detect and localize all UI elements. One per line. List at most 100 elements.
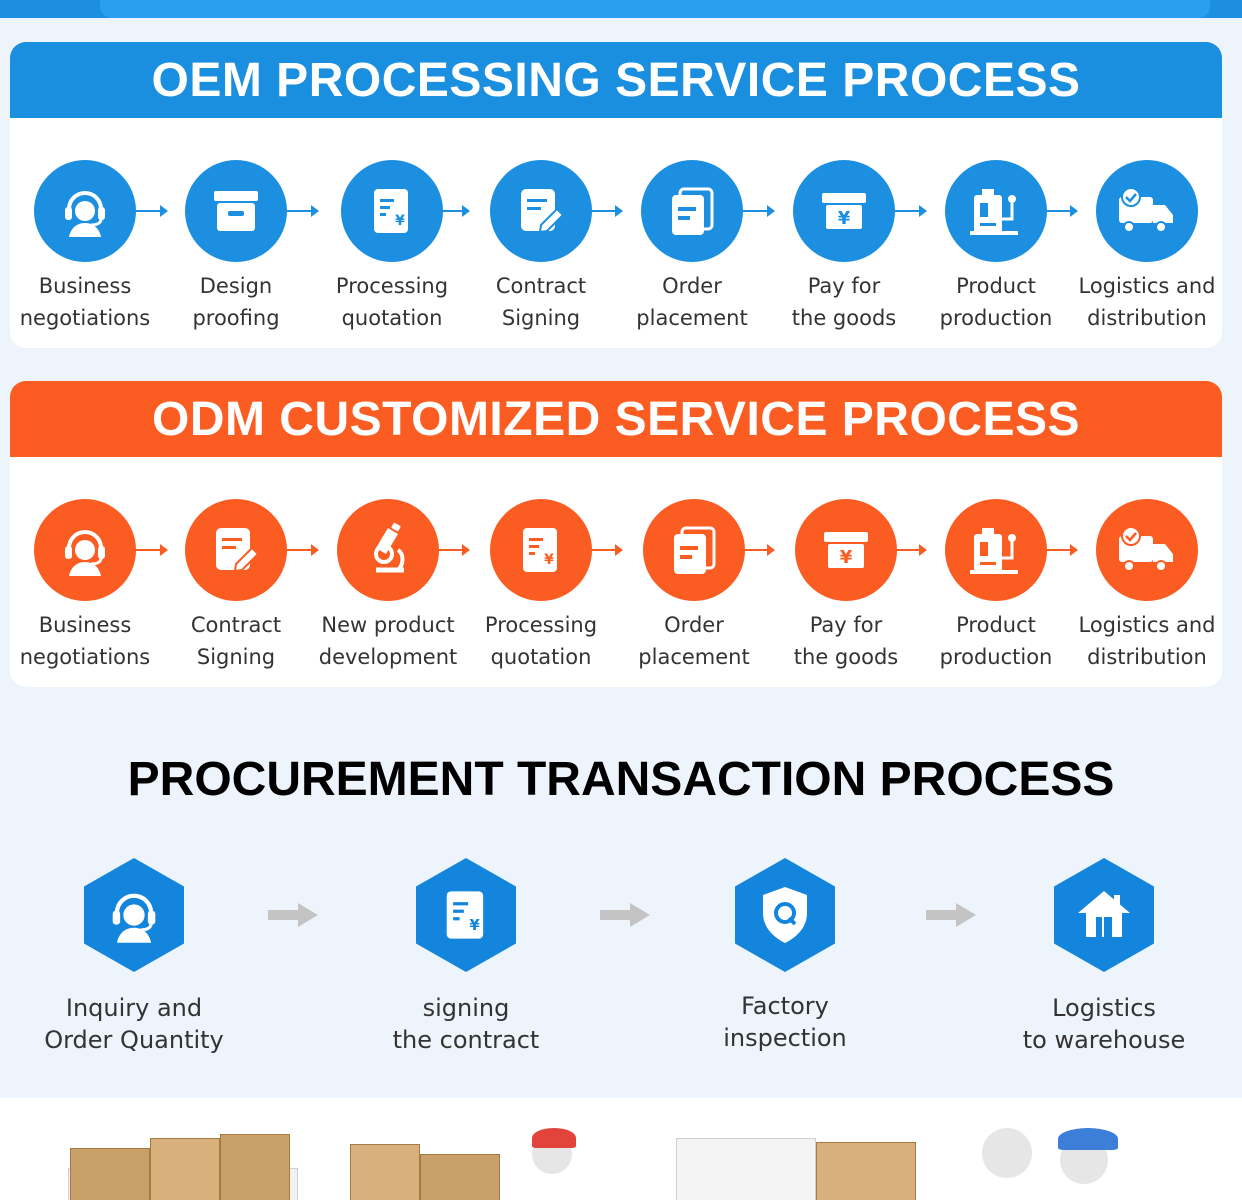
- svg-text:¥: ¥: [838, 208, 851, 229]
- oem-steps: Business negotiations Design proofing ¥ …: [10, 160, 1222, 348]
- odm-connector-arrow: [438, 544, 470, 556]
- odm-step-icon-circle: [1096, 499, 1198, 601]
- contract-pen-icon: [521, 189, 565, 234]
- procurement-step-inquiry: Inquiry and Order Quantity: [14, 858, 254, 1056]
- yen-payment-icon: ¥: [822, 193, 866, 229]
- cardboard-box-image: [816, 1142, 916, 1200]
- box-icon: [214, 191, 258, 231]
- odm-step-contract-signing: Contract Signing: [161, 499, 311, 673]
- cardboard-box-image: [420, 1154, 500, 1200]
- oem-step-icon-circle: [34, 160, 136, 262]
- oem-step-logistics-distribution: Logistics and distribution: [1072, 160, 1222, 334]
- oem-panel-title: OEM PROCESSING SERVICE PROCESS: [10, 42, 1222, 118]
- svg-text:¥: ¥: [840, 547, 853, 568]
- procurement-hex: [1054, 858, 1154, 972]
- headset-support-icon: [112, 893, 156, 943]
- procurement-step-label: Factory inspection: [723, 992, 847, 1052]
- odm-step-processing-quotation: ¥ Processing quotation: [466, 499, 616, 673]
- procurement-hex: ¥: [416, 858, 516, 972]
- odm-connector-arrow: [287, 544, 319, 556]
- odm-step-icon-circle: [337, 499, 439, 601]
- gray-arrow-icon: [926, 903, 976, 927]
- odm-step-label: Logistics and distribution: [1078, 613, 1216, 669]
- procurement-step-label: signing the contract: [392, 994, 540, 1054]
- odm-step-icon-circle: [34, 499, 136, 601]
- oem-process-panel: OEM PROCESSING SERVICE PROCESS Business …: [10, 42, 1222, 348]
- microscope-icon: [374, 522, 405, 573]
- oem-step-icon-circle: ¥: [341, 160, 443, 262]
- oem-step-icon-circle: [490, 160, 592, 262]
- oem-step-label: Logistics and distribution: [1078, 274, 1216, 330]
- odm-step-icon-circle: [643, 499, 745, 601]
- oem-step-label: Processing quotation: [335, 274, 449, 330]
- odm-step-icon-circle: ¥: [490, 499, 592, 601]
- white-box-image: [676, 1138, 816, 1200]
- top-banner-strip: [0, 0, 1242, 18]
- oem-step-icon-circle: [185, 160, 287, 262]
- shield-inspection-icon: [763, 887, 807, 943]
- gray-arrow-icon: [268, 903, 318, 927]
- cardboard-box-image: [150, 1138, 220, 1200]
- contract-pen-icon: [216, 528, 260, 573]
- red-cap-image: [532, 1128, 576, 1148]
- procurement-hex: [84, 858, 184, 972]
- oem-step-design-proofing: Design proofing: [161, 160, 311, 334]
- svg-text:¥: ¥: [395, 213, 405, 229]
- gray-arrow-icon: [600, 903, 650, 927]
- odm-process-panel: ODM CUSTOMIZED SERVICE PROCESS Business …: [10, 381, 1222, 687]
- procurement-step-label: Logistics to warehouse: [1022, 994, 1186, 1054]
- oem-step-processing-quotation: ¥ Processing quotation: [317, 160, 467, 334]
- odm-connector-arrow: [591, 544, 623, 556]
- oem-connector-arrow: [895, 205, 927, 217]
- odm-step-business-negotiations: Business negotiations: [10, 499, 160, 673]
- odm-connector-arrow: [136, 544, 168, 556]
- odm-step-new-product-development: New product development: [313, 499, 463, 673]
- oem-connector-arrow: [743, 205, 775, 217]
- cardboard-box-image: [220, 1134, 290, 1200]
- oem-step-label: Contract Signing: [495, 274, 587, 330]
- oem-step-icon-circle: [641, 160, 743, 262]
- oem-step-icon-circle: [1096, 160, 1198, 262]
- procurement-hex: [735, 858, 835, 972]
- oem-step-order-placement: Order placement: [617, 160, 767, 334]
- oem-step-label: Product production: [939, 274, 1053, 330]
- procurement-step-logistics-warehouse: Logistics to warehouse: [984, 858, 1224, 1056]
- quotation-document-icon: ¥: [374, 189, 408, 233]
- odm-step-order-placement: Order placement: [619, 499, 769, 673]
- oem-step-label: Pay for the goods: [791, 274, 897, 330]
- procurement-title: PROCUREMENT TRANSACTION PROCESS: [127, 753, 1115, 806]
- odm-connector-arrow: [743, 544, 775, 556]
- odm-step-label: Processing quotation: [484, 613, 598, 669]
- oem-step-pay-for-goods: ¥ Pay for the goods: [769, 160, 919, 334]
- odm-step-label: Pay for the goods: [793, 613, 899, 669]
- odm-step-label: Product production: [939, 613, 1053, 669]
- headset-support-icon: [65, 191, 105, 237]
- oem-step-contract-signing: Contract Signing: [466, 160, 616, 334]
- quotation-document-icon: ¥: [446, 891, 484, 939]
- cardboard-box-image: [70, 1148, 150, 1200]
- oem-step-business-negotiations: Business negotiations: [10, 160, 160, 334]
- cardboard-box-image: [350, 1144, 420, 1200]
- odm-step-icon-circle: ¥: [795, 499, 897, 601]
- production-machine-icon: [970, 528, 1018, 574]
- svg-text:¥: ¥: [544, 552, 554, 568]
- procurement-step-factory-inspection: Factory inspection: [665, 858, 905, 1054]
- blue-cap-image: [1058, 1128, 1118, 1150]
- production-machine-icon: [970, 189, 1018, 235]
- top-banner-inner: [100, 0, 1210, 18]
- odm-step-product-production: Product production: [921, 499, 1071, 673]
- odm-step-label: Contract Signing: [190, 613, 282, 669]
- oem-step-label: Order placement: [636, 274, 748, 330]
- order-documents-icon: [674, 526, 716, 574]
- oem-step-product-production: Product production: [921, 160, 1071, 334]
- odm-connector-arrow: [1046, 544, 1078, 556]
- odm-step-logistics-distribution: Logistics and distribution: [1072, 499, 1222, 673]
- odm-step-label: Order placement: [638, 613, 750, 669]
- odm-connector-arrow: [895, 544, 927, 556]
- product-photo-strip: [0, 1098, 1242, 1200]
- oem-step-icon-circle: ¥: [793, 160, 895, 262]
- odm-step-pay-for-goods: ¥ Pay for the goods: [771, 499, 921, 673]
- warehouse-house-icon: [1078, 891, 1130, 937]
- odm-step-icon-circle: [945, 499, 1047, 601]
- yen-payment-icon: ¥: [824, 532, 868, 568]
